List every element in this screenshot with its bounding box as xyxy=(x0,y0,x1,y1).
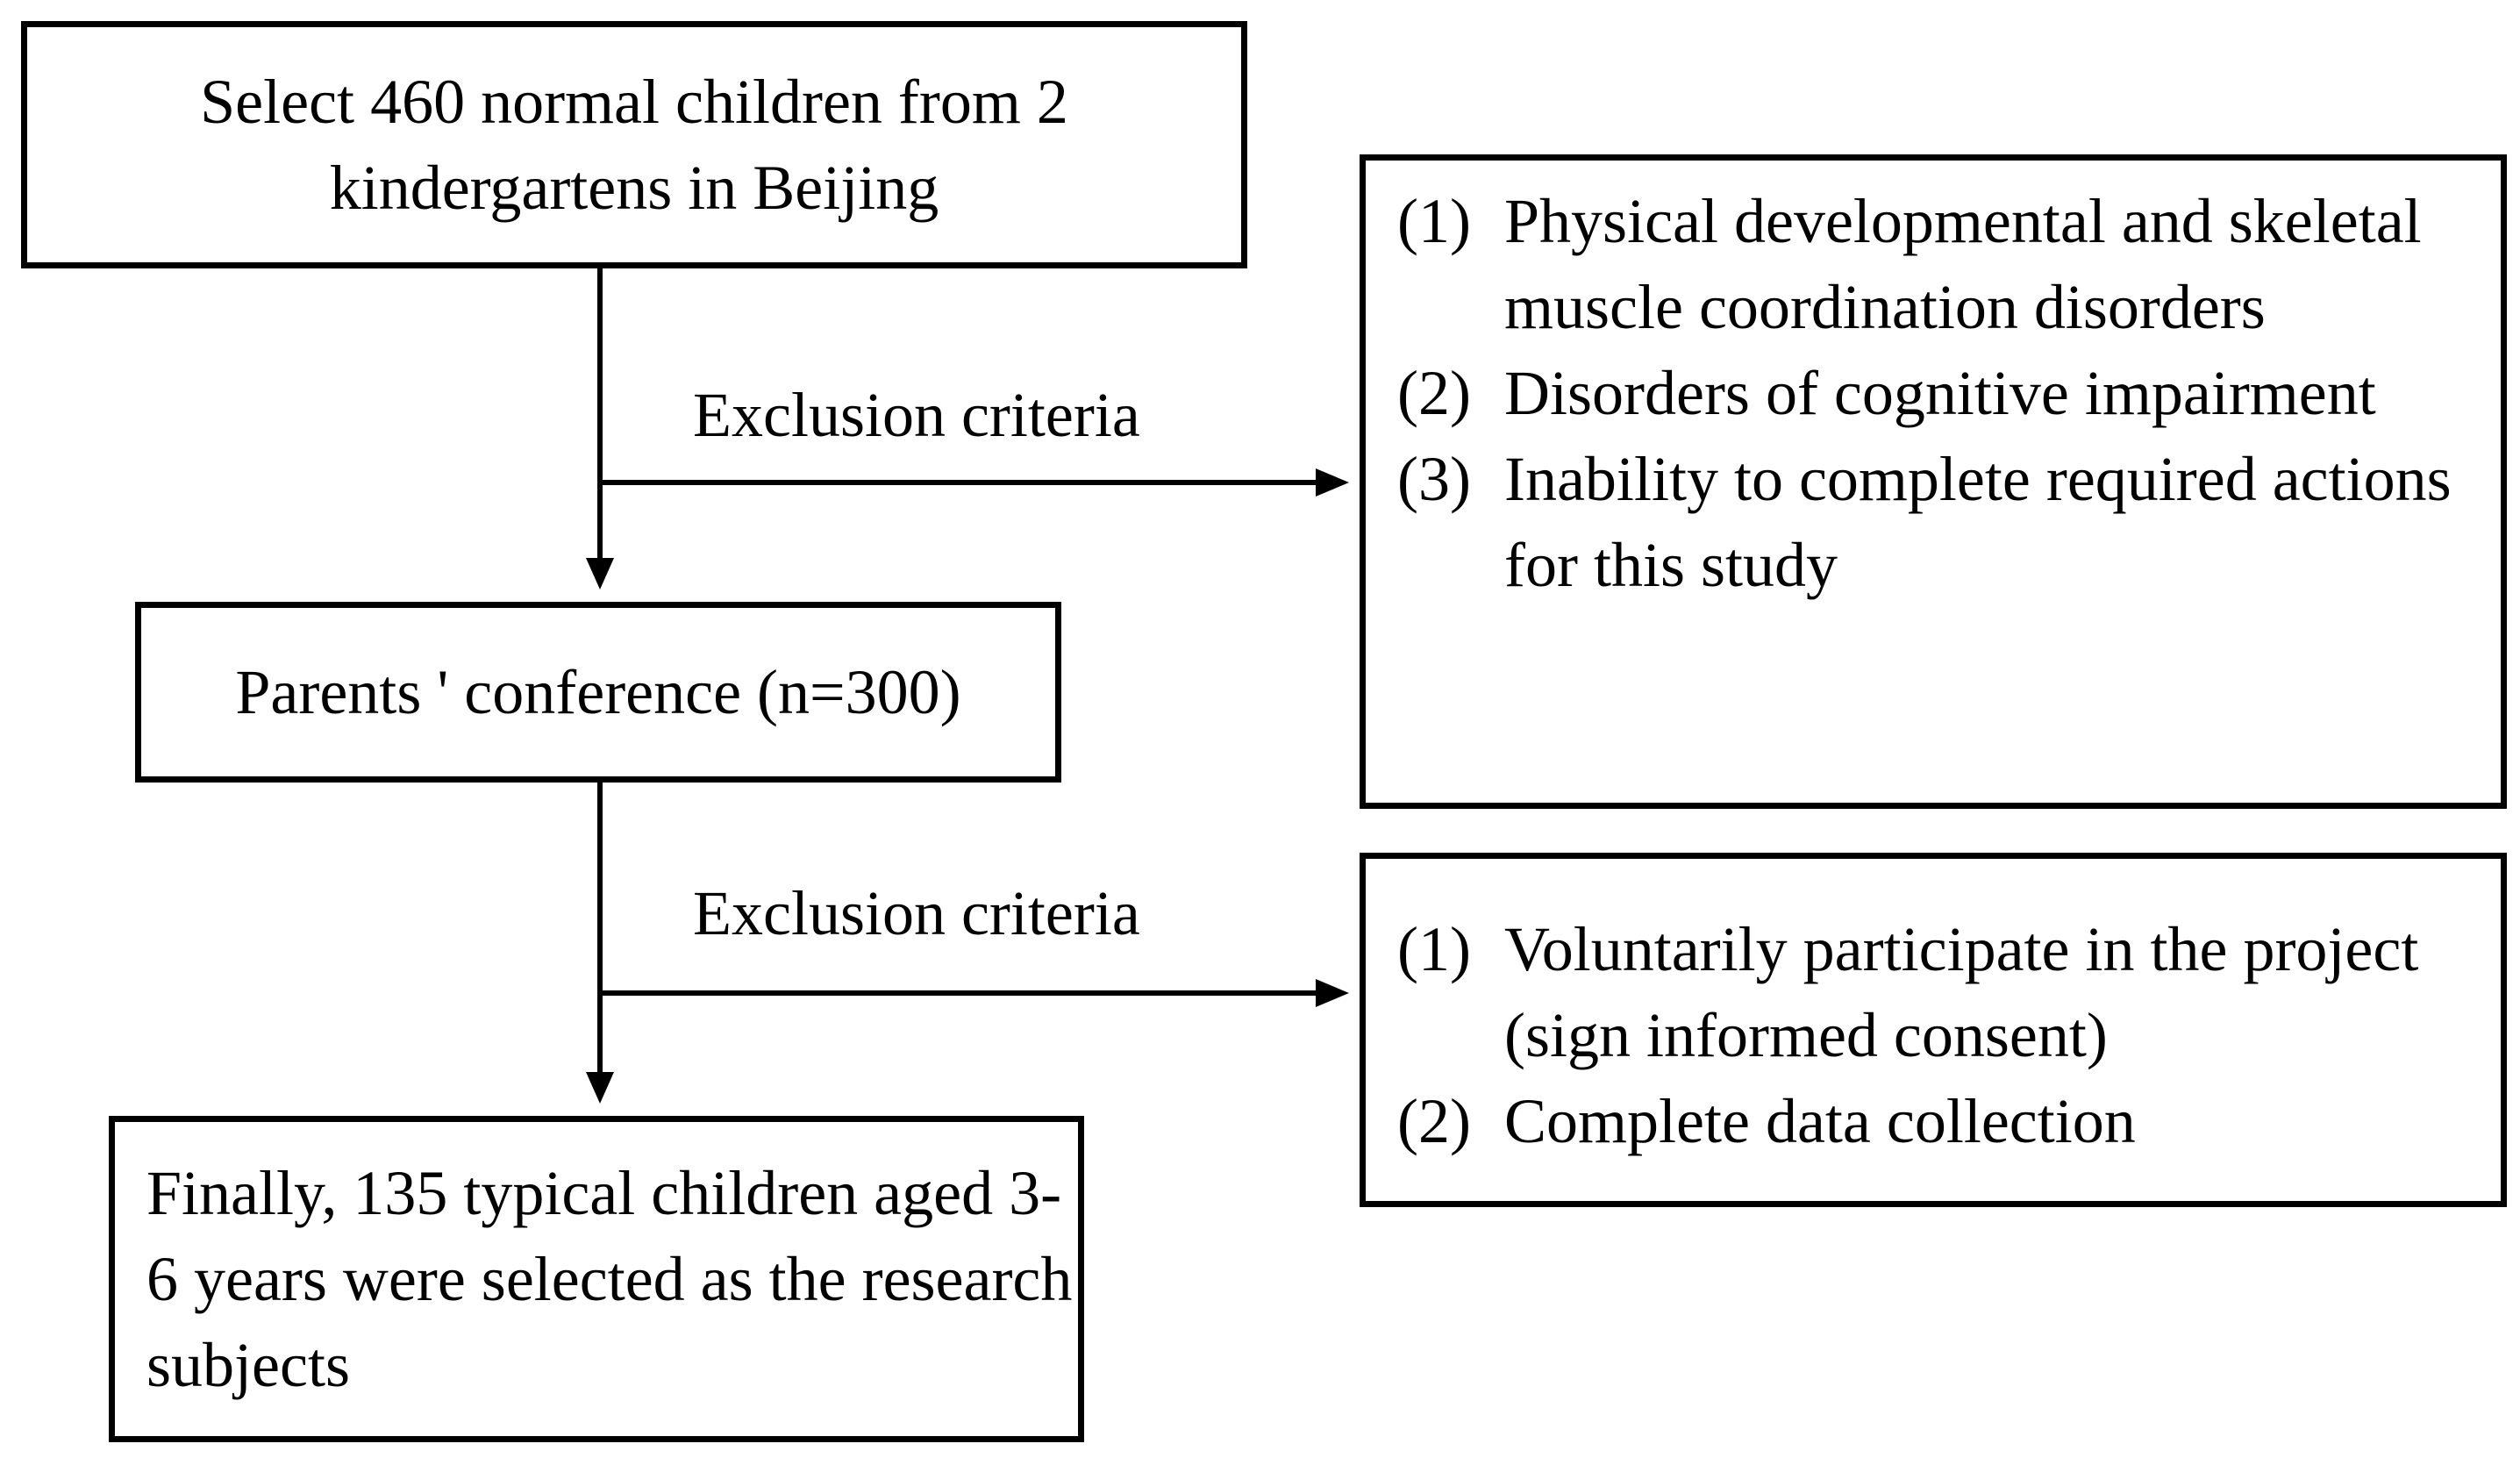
parents-conference-text: Parents ' conference (n=300) xyxy=(235,657,961,727)
exclusion-criteria-box-2: (1) Voluntarily participate in the proje… xyxy=(1360,853,2507,1207)
arrowhead-parents-to-final xyxy=(586,1072,614,1104)
criteria-number: (3) xyxy=(1397,444,1471,514)
criteria-text: Physical developmental and skeletal musc… xyxy=(1504,186,2422,342)
exclusion-criteria-list-2: (1) Voluntarily participate in the proje… xyxy=(1397,906,2492,1164)
criteria-number: (2) xyxy=(1397,358,1471,428)
criteria-number: (1) xyxy=(1397,914,1471,984)
exclusion-criteria-box-1: (1) Physical developmental and skeletal … xyxy=(1360,154,2507,809)
criteria-item: (1) Physical developmental and skeletal … xyxy=(1397,178,2492,350)
exclusion-criteria-label-1: Exclusion criteria xyxy=(693,380,1140,450)
criteria-item: (2) Disorders of cognitive impairment xyxy=(1397,350,2492,436)
criteria-text: Complete data collection xyxy=(1504,1086,2136,1156)
exclusion-criteria-label-2: Exclusion criteria xyxy=(693,878,1140,948)
criteria-text: Disorders of cognitive impairment xyxy=(1504,358,2376,428)
criteria-number: (2) xyxy=(1397,1086,1471,1156)
select-children-box: Select 460 normal children from 2 kinder… xyxy=(21,21,1247,268)
arrowhead-to-exclusion-2 xyxy=(1316,979,1349,1007)
parents-conference-box: Parents ' conference (n=300) xyxy=(135,602,1061,783)
criteria-text: Inability to complete required actions f… xyxy=(1504,444,2452,600)
arrowhead-select-to-parents xyxy=(586,558,614,590)
criteria-number: (1) xyxy=(1397,186,1471,256)
select-children-text: Select 460 normal children from 2 kinder… xyxy=(200,67,1068,223)
criteria-text: Voluntarily participate in the project (… xyxy=(1504,914,2419,1070)
criteria-item: (2) Complete data collection xyxy=(1397,1078,2492,1164)
arrowhead-to-exclusion-1 xyxy=(1316,468,1349,497)
final-selection-text: Finally, 135 typical children aged 3-6 y… xyxy=(146,1158,1073,1400)
criteria-item: (3) Inability to complete required actio… xyxy=(1397,436,2492,608)
final-selection-box: Finally, 135 typical children aged 3-6 y… xyxy=(109,1116,1084,1442)
criteria-item: (1) Voluntarily participate in the proje… xyxy=(1397,906,2492,1078)
exclusion-criteria-list-1: (1) Physical developmental and skeletal … xyxy=(1397,178,2492,608)
